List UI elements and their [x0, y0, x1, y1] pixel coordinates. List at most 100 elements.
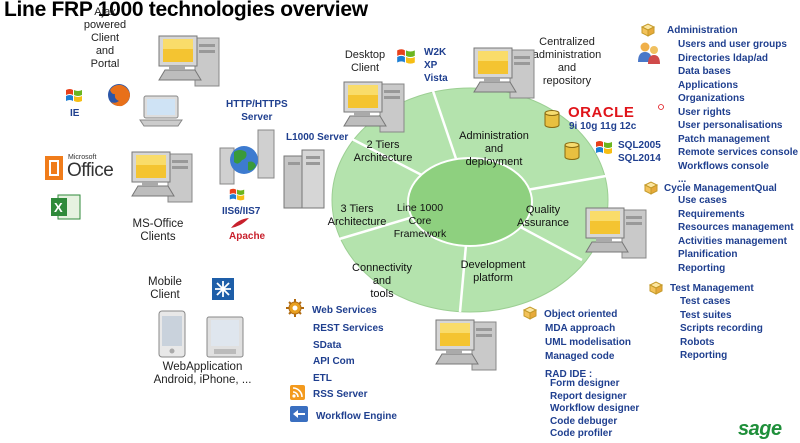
excel-icon: X [51, 194, 81, 220]
list-item: Resources management [678, 222, 794, 233]
office-logo-small-text: Microsoft [68, 154, 97, 161]
administration-list: Users and user groups Directories ldap/a… [678, 38, 798, 187]
windows-flag-icon [228, 186, 246, 204]
windows-flag-icon [395, 46, 417, 68]
quality-computer-icon [582, 206, 652, 266]
test-list: Test cases Test suites Scripts recording… [680, 295, 763, 363]
segment-quality-assurance: Quality Assurance [517, 204, 569, 229]
web-server-icon [219, 129, 275, 185]
desktop-os-label: W2K XP Vista [424, 47, 448, 84]
architecture-wheel [331, 87, 609, 313]
cube-icon [643, 181, 659, 195]
centralized-admin-label: Centralized administration and repositor… [532, 36, 602, 87]
oracle-logo: ORACLE [568, 104, 635, 121]
list-item: Scripts recording [680, 323, 763, 334]
list-item: ... [678, 174, 687, 185]
apache-label: Apache [229, 231, 266, 242]
administration-heading: Administration [667, 25, 738, 36]
msoffice-computer-icon [128, 150, 198, 210]
list-item: Managed code [545, 351, 615, 362]
web-services-label: Web Services [312, 305, 377, 316]
smartphone-icon [158, 310, 186, 358]
list-item: Use cases [678, 195, 727, 206]
cube-icon [522, 306, 538, 320]
mobile-sync-icon [212, 278, 234, 300]
office-logo-text: Office [67, 160, 114, 181]
l1000-server-icon [283, 149, 325, 209]
dev-list: MDA approach UML modelisation Managed co… [545, 322, 631, 382]
admin-computer-icon [470, 46, 540, 106]
iis-label: IIS6/IIS7 [222, 206, 261, 217]
list-item: Form designer [550, 378, 620, 389]
wheel-center-label: Line 1000 Core Framework [375, 202, 465, 241]
cube-icon [640, 23, 656, 37]
tablet-icon [206, 316, 244, 358]
list-item: Applications [678, 79, 739, 91]
ie-label: IE [70, 108, 80, 119]
mobile-client-label: Mobile Client [148, 276, 182, 301]
list-item: Remote services console [678, 147, 799, 158]
users-icon [638, 42, 660, 64]
desktop-client-computer-icon [340, 80, 410, 140]
list-item: Test cases [680, 296, 731, 307]
svg-text:X: X [54, 200, 63, 215]
ajax-client-label: Ajax powered Client and Portal [83, 6, 127, 70]
sage-logo: sage [738, 418, 782, 440]
registered-mark-icon [658, 104, 664, 110]
list-item: Patch management [678, 133, 770, 145]
list-item: Activities management [678, 235, 787, 247]
msoffice-clients-label: MS-Office Clients [132, 218, 184, 243]
ajax-client-computer-icon [155, 34, 225, 94]
segment-connectivity: Connectivity and tools [352, 262, 412, 300]
connectivity-list: REST Services SData API Com ETL [313, 321, 384, 387]
dev-computer-icon [432, 318, 502, 378]
segment-2-tiers: 2 Tiers Architecture [353, 139, 413, 164]
apache-feather-icon [231, 218, 249, 228]
sql-server-versions: SQL2005 SQL2014 [618, 140, 661, 164]
l1000-server-label: L1000 Server [286, 132, 349, 143]
list-item: SData [313, 339, 342, 351]
list-item: Code profiler [550, 428, 613, 439]
http-server-label: HTTP/HTTPS Server [226, 99, 288, 123]
rss-icon [290, 385, 305, 400]
office-logo: Microsoft Office [44, 154, 114, 186]
windows-flag-icon [594, 138, 614, 158]
list-item: REST Services [313, 323, 384, 334]
cycle-heading: Cycle ManagementQual [664, 183, 777, 194]
test-heading: Test Management [670, 283, 754, 294]
segment-development-platform: Development platform [460, 259, 526, 284]
list-item: Test suites [680, 309, 732, 321]
wheel-center-text: Line 1000 Core Framework [393, 202, 447, 240]
database-icon [544, 110, 560, 128]
list-item: ETL [313, 372, 332, 384]
rss-server-label: RSS Server [313, 389, 368, 400]
list-item: Organizations [678, 93, 745, 104]
list-item: Reporting [678, 262, 726, 274]
segment-3-tiers: 3 Tiers Architecture [327, 203, 387, 228]
list-item: User personalisations [678, 120, 783, 131]
list-item: Users and user groups [678, 39, 787, 50]
desktop-client-label: Desktop Client [344, 49, 386, 74]
list-item: Code debuger [550, 415, 618, 427]
list-item: RAD IDE : [545, 369, 593, 380]
list-item: User rights [678, 106, 731, 118]
list-item: Robots [680, 336, 715, 348]
webapp-label: WebApplication Android, iPhone, ... [153, 361, 252, 386]
rad-ide-list: Form designer Report designer Workflow d… [550, 378, 639, 441]
list-item: MDA approach [545, 323, 616, 334]
laptop-icon [139, 95, 183, 127]
cycle-list: Use cases Requirements Resources managem… [678, 194, 794, 275]
database-icon [564, 142, 580, 160]
gear-icon [286, 299, 304, 317]
list-item: Directories ldap/ad [678, 52, 769, 64]
segment-administration: Administration and deployment [459, 130, 529, 168]
office-icon [45, 156, 63, 180]
oracle-versions: 9i 10g 11g 12c [569, 121, 637, 132]
list-item: Report designer [550, 390, 627, 402]
list-item: Workflows console [678, 160, 769, 172]
list-item: Data bases [678, 66, 731, 77]
workflow-engine-label: Workflow Engine [316, 411, 397, 422]
list-item: Requirements [678, 208, 745, 220]
firefox-icon [108, 84, 130, 107]
workflow-icon [290, 406, 308, 422]
